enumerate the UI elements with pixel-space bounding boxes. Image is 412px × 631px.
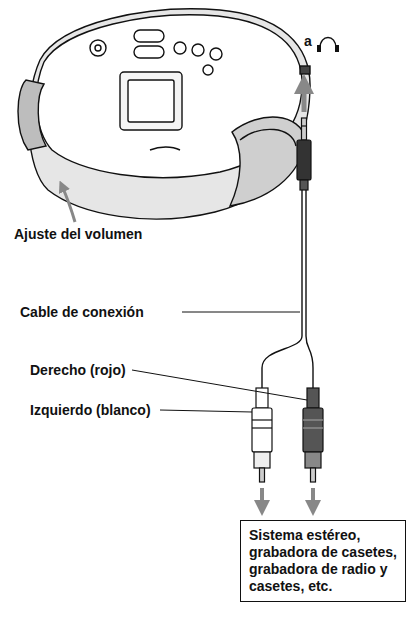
part-label: Derecho (rojo) <box>30 362 126 379</box>
rca-plugs <box>252 388 323 482</box>
headphone-icon <box>320 38 336 49</box>
pointer-arrow <box>62 186 75 222</box>
part-label: Izquierdo (blanco) <box>30 402 151 419</box>
box-text: Sistema estéreo, grabadora de casetes, g… <box>249 527 397 595</box>
device-box: Sistema estéreo, grabadora de casetes, g… <box>240 520 406 602</box>
part-label: Cable de conexión <box>20 304 144 321</box>
connection-cable <box>262 190 313 388</box>
port-letter: a <box>304 33 312 50</box>
leader-lines <box>132 312 307 412</box>
output-arrow <box>260 488 264 508</box>
mini-plug <box>297 118 311 190</box>
output-arrow <box>311 488 315 508</box>
part-label: Ajuste del volumen <box>14 226 142 243</box>
insert-arrow <box>302 84 307 112</box>
